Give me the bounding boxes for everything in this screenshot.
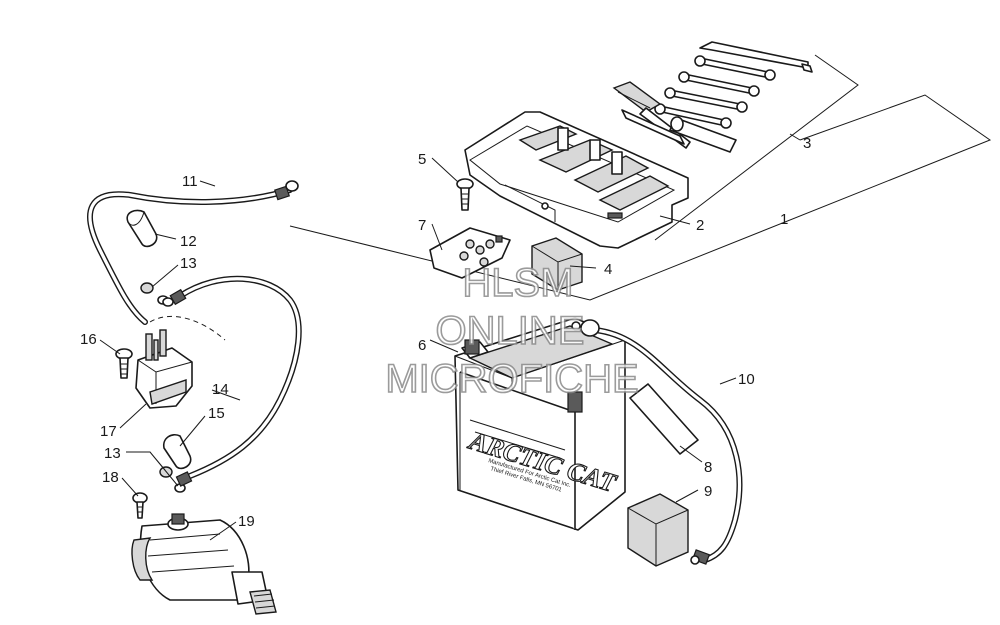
watermark-line-3: MICROFICHE (385, 357, 638, 401)
tool-kit (612, 41, 813, 153)
cable-solenoid-to-starter (162, 275, 302, 487)
callout-7: 7 (418, 217, 426, 234)
callout-14: 14 (212, 381, 229, 398)
foam-block (627, 493, 689, 567)
leader-lines (99, 133, 801, 541)
watermark-line-1: HLSM (462, 261, 573, 305)
starter-solenoid (135, 329, 193, 409)
callout-12: 12 (180, 233, 197, 250)
callout-numbers: 1 2 3 4 5 6 7 8 9 10 11 12 13 13 14 15 1… (80, 135, 811, 530)
callout-16: 16 (80, 331, 97, 348)
terminal-hardware-pack (429, 227, 511, 279)
callout-13-lower: 13 (104, 445, 121, 462)
terminal-boot-lower (162, 433, 192, 470)
callout-6: 6 (418, 337, 426, 354)
battery-label-sheet (629, 383, 699, 455)
callout-19: 19 (238, 513, 255, 530)
kit-bracket-lines (289, 54, 992, 301)
cable-battery-to-solenoid (87, 180, 299, 325)
callout-15: 15 (208, 405, 225, 422)
callout-18: 18 (102, 469, 119, 486)
foam-pad-small (531, 237, 583, 291)
callout-13-upper: 13 (180, 255, 197, 272)
solenoid-mount-bolt (115, 348, 133, 379)
callout-9: 9 (704, 483, 712, 500)
callout-5: 5 (418, 151, 426, 168)
battery-cable-negative (571, 319, 743, 565)
terminal-boot-upper (126, 209, 158, 248)
callout-17: 17 (100, 423, 117, 440)
tray-screw (456, 178, 474, 211)
watermark: HLSM ONLINE MICROFICHE (385, 260, 640, 402)
callout-10: 10 (738, 371, 755, 388)
starter-motor (131, 513, 277, 615)
tool-tray (464, 111, 689, 249)
starter-mount-screw (132, 492, 148, 519)
callout-4: 4 (604, 261, 612, 278)
callout-1: 1 (780, 211, 788, 228)
battery: ARCTIC CAT Manufactured For Arctic Cat I… (454, 317, 626, 531)
callout-2: 2 (696, 217, 704, 234)
callout-8: 8 (704, 459, 712, 476)
hex-nut-upper (140, 282, 169, 305)
callout-3: 3 (803, 135, 811, 152)
watermark-line-2: ONLINE (436, 309, 585, 353)
callout-11: 11 (182, 173, 198, 190)
